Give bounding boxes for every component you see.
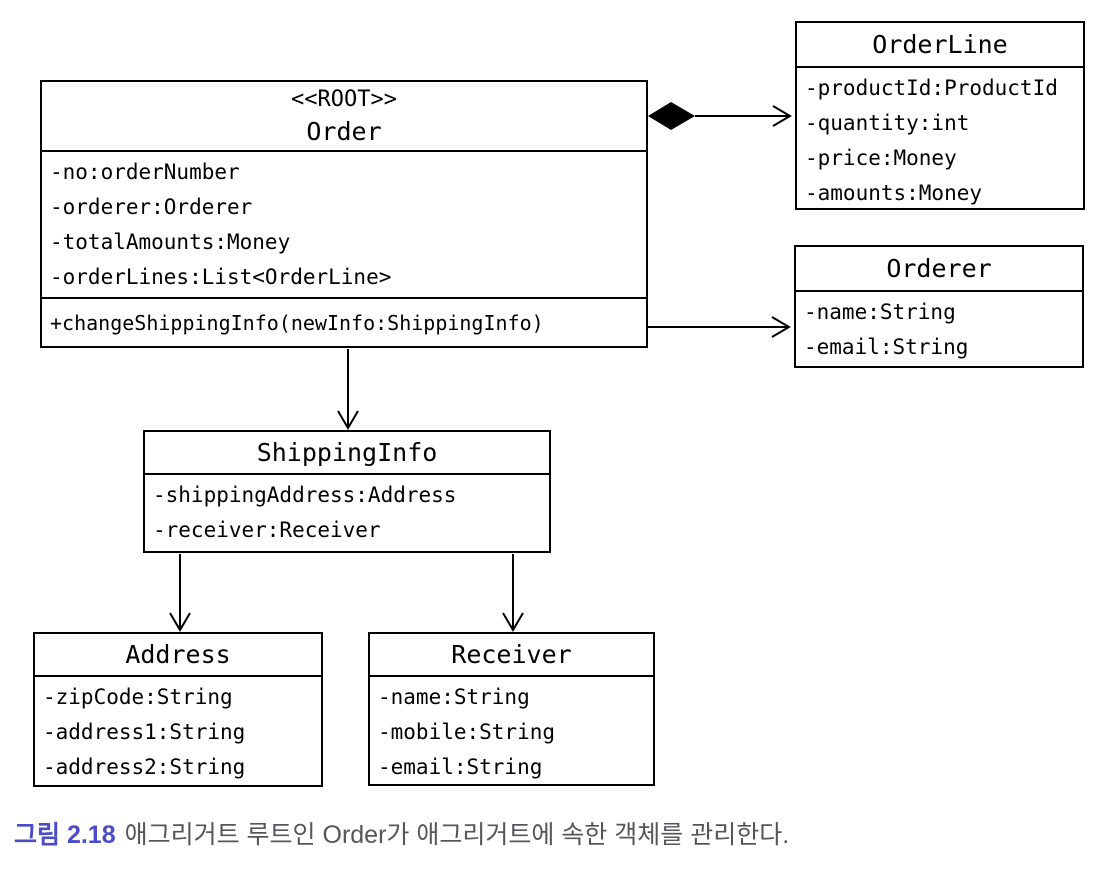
class-box-address: Address -zipCode:String-address1:String-… <box>33 632 323 787</box>
class-title: OrderLine <box>797 23 1083 68</box>
figure-caption-text: 애그리거트 루트인 Order가 애그리거트에 속한 객체를 관리한다. <box>124 821 790 849</box>
class-attributes: -name:String -mobile:String -email:String <box>370 677 653 784</box>
class-name: Order <box>306 116 382 146</box>
arrowhead-icon <box>502 612 524 632</box>
connector-order-shippinginfo <box>337 349 359 430</box>
attribute-line: -name:String <box>804 300 956 324</box>
composition-diamond-icon <box>648 102 695 130</box>
class-title: <<ROOT>> Order <box>42 82 646 152</box>
arrowhead-icon <box>169 612 191 632</box>
class-title: Receiver <box>370 634 653 677</box>
connector-order-orderline <box>648 102 792 130</box>
arrowhead-icon <box>337 410 359 430</box>
attribute-line: -zipCode:String <box>43 685 233 709</box>
class-name: ShippingInfo <box>256 438 438 467</box>
class-box-order: <<ROOT>> Order -no:orderNumber -orderer:O… <box>40 80 648 348</box>
class-title: ShippingInfo <box>145 432 549 475</box>
attribute-line: -totalAmounts:Money <box>50 230 291 254</box>
class-stereotype: <<ROOT>> <box>291 86 397 112</box>
attribute-line: -mobile:String <box>378 720 556 744</box>
figure-caption-label: 그림 2.18 <box>14 821 116 849</box>
arrowhead-icon <box>772 105 792 127</box>
attribute-line: -address1:String <box>43 720 246 744</box>
attribute-line: -no:orderNumber <box>50 160 240 184</box>
class-title: Orderer <box>796 247 1082 292</box>
class-name: Receiver <box>451 640 572 669</box>
attribute-line: -price:Money <box>805 146 957 170</box>
class-name: Orderer <box>886 254 992 283</box>
attribute-line: -email:String <box>804 335 969 359</box>
class-box-receiver: Receiver -name:String -mobile:String -emai… <box>368 632 655 786</box>
attribute-line: -email:String <box>378 755 543 779</box>
class-box-orderer: Orderer -name:String -email:String <box>794 245 1084 368</box>
class-title: Address <box>35 634 321 677</box>
connector-shippinginfo-address <box>169 554 191 632</box>
class-attributes: -productId:ProductId -quantity:int -price:… <box>797 68 1083 208</box>
attribute-line: -orderLines:List<OrderLine> <box>50 265 392 289</box>
class-name: Address <box>125 640 231 669</box>
class-attributes: -name:String -email:String <box>796 292 1082 366</box>
connector-order-orderer <box>648 316 791 338</box>
attribute-line: -receiver:Receiver <box>153 518 381 542</box>
attribute-line: -productId:ProductId <box>805 76 1058 100</box>
class-attributes: -no:orderNumber -orderer:Orderer -totalAmo… <box>42 152 646 297</box>
class-box-orderline: OrderLine -productId:ProductId -quantity:… <box>795 21 1085 210</box>
connector-shippinginfo-receiver <box>502 554 524 632</box>
class-attributes: -zipCode:String -address1:String -address2… <box>35 677 321 785</box>
method-line: +changeShippingInfo(newInfo:ShippingInfo… <box>50 310 544 335</box>
attribute-line: -amounts:Money <box>805 181 983 205</box>
class-attributes: -shippingAddress:Address -receiver:Receiv… <box>145 475 549 551</box>
class-methods: +changeShippingInfo(newInfo:ShippingInfo… <box>42 297 646 346</box>
arrowhead-icon <box>771 316 791 338</box>
attribute-line: -quantity:int <box>805 111 970 135</box>
class-name: OrderLine <box>872 30 1008 59</box>
figure-caption: 그림 2.18 애그리거트 루트인 Order가 애그리거트에 속한 객체를 관리… <box>14 818 789 852</box>
attribute-line: -orderer:Orderer <box>50 195 253 219</box>
attribute-line: -address2:String <box>43 755 246 779</box>
attribute-line: -name:String <box>378 685 530 709</box>
class-box-shippinginfo: ShippingInfo -shippingAddress:Address -re… <box>143 430 551 553</box>
attribute-line: -shippingAddress:Address <box>153 483 457 507</box>
